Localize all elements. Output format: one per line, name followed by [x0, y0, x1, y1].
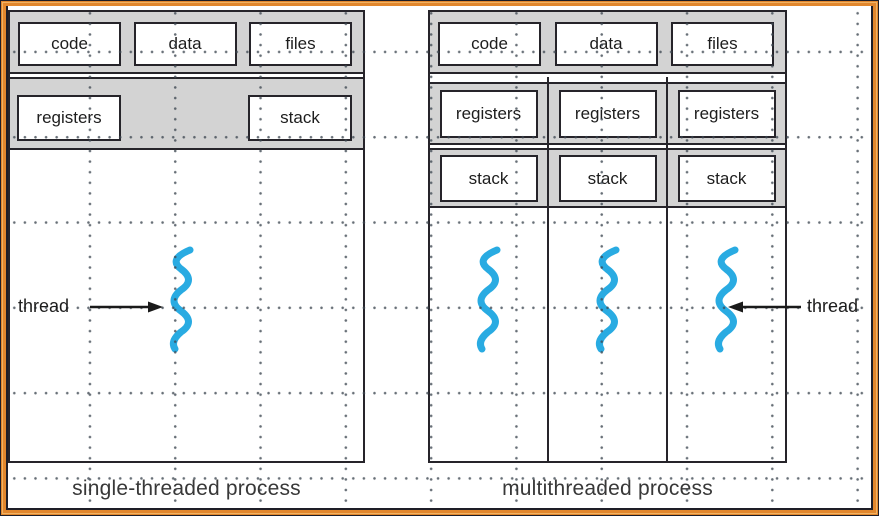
single-threaded-process-box: code data files registers stack: [8, 10, 365, 463]
thread-column-1: registers stack: [430, 77, 549, 461]
registers-label: registers: [36, 108, 102, 127]
stack-band: stack: [549, 148, 666, 208]
thread-squiggle-icon: [170, 246, 194, 353]
code-box: code: [18, 22, 121, 66]
registers-box: registers: [677, 90, 776, 138]
code-box: code: [438, 22, 541, 66]
thread-column-2: registers stack: [549, 77, 668, 461]
registers-band: registers: [430, 82, 547, 145]
multithreaded-caption: multithreaded process: [502, 477, 713, 500]
stack-label: stack: [706, 168, 747, 188]
code-label: code: [51, 34, 88, 53]
registers-box: registers: [558, 90, 657, 138]
thread-squiggle-icon: [476, 246, 500, 353]
stack-band: stack: [430, 148, 547, 208]
stack-box: stack: [439, 155, 538, 202]
stack-box: stack: [248, 95, 352, 141]
stack-box: stack: [677, 155, 776, 202]
registers-stack-band: registers stack: [10, 77, 363, 150]
diagram-content: code data files registers stack thread: [8, 6, 871, 506]
registers-band: registers: [549, 82, 666, 145]
files-label: files: [707, 34, 738, 53]
stack-band: stack: [668, 148, 785, 208]
stack-box: stack: [558, 155, 657, 202]
files-label: files: [285, 34, 316, 53]
single-threaded-caption: single-threaded process: [72, 477, 301, 500]
thread-arrow-left-icon: [728, 301, 801, 313]
shared-section-band: code data files: [430, 12, 785, 74]
registers-label: registers: [574, 104, 641, 123]
thread-arrow-right-icon: [90, 301, 163, 313]
files-box: files: [671, 22, 774, 66]
registers-box: registers: [439, 90, 538, 138]
data-label: data: [589, 34, 623, 53]
multithreaded-process-box: code data files registers: [428, 10, 787, 463]
data-box: data: [554, 22, 658, 66]
stack-label: stack: [468, 168, 509, 188]
thread-label-left: thread: [18, 296, 70, 316]
registers-label: registers: [693, 104, 760, 123]
data-label: data: [168, 34, 202, 53]
files-box: files: [249, 22, 352, 66]
shared-section-band: code data files: [10, 12, 363, 74]
thread-label-right: thread: [807, 296, 859, 316]
stack-label: stack: [587, 168, 628, 188]
thread-column-3: registers stack: [668, 77, 785, 461]
data-box: data: [133, 22, 237, 66]
thread-squiggle-icon: [595, 246, 619, 353]
code-label: code: [471, 34, 508, 53]
thread-columns: registers stack regist: [430, 77, 785, 461]
registers-box: registers: [17, 95, 121, 141]
stack-label: stack: [280, 108, 320, 127]
registers-band: registers: [668, 82, 785, 145]
registers-label: registers: [455, 104, 522, 123]
